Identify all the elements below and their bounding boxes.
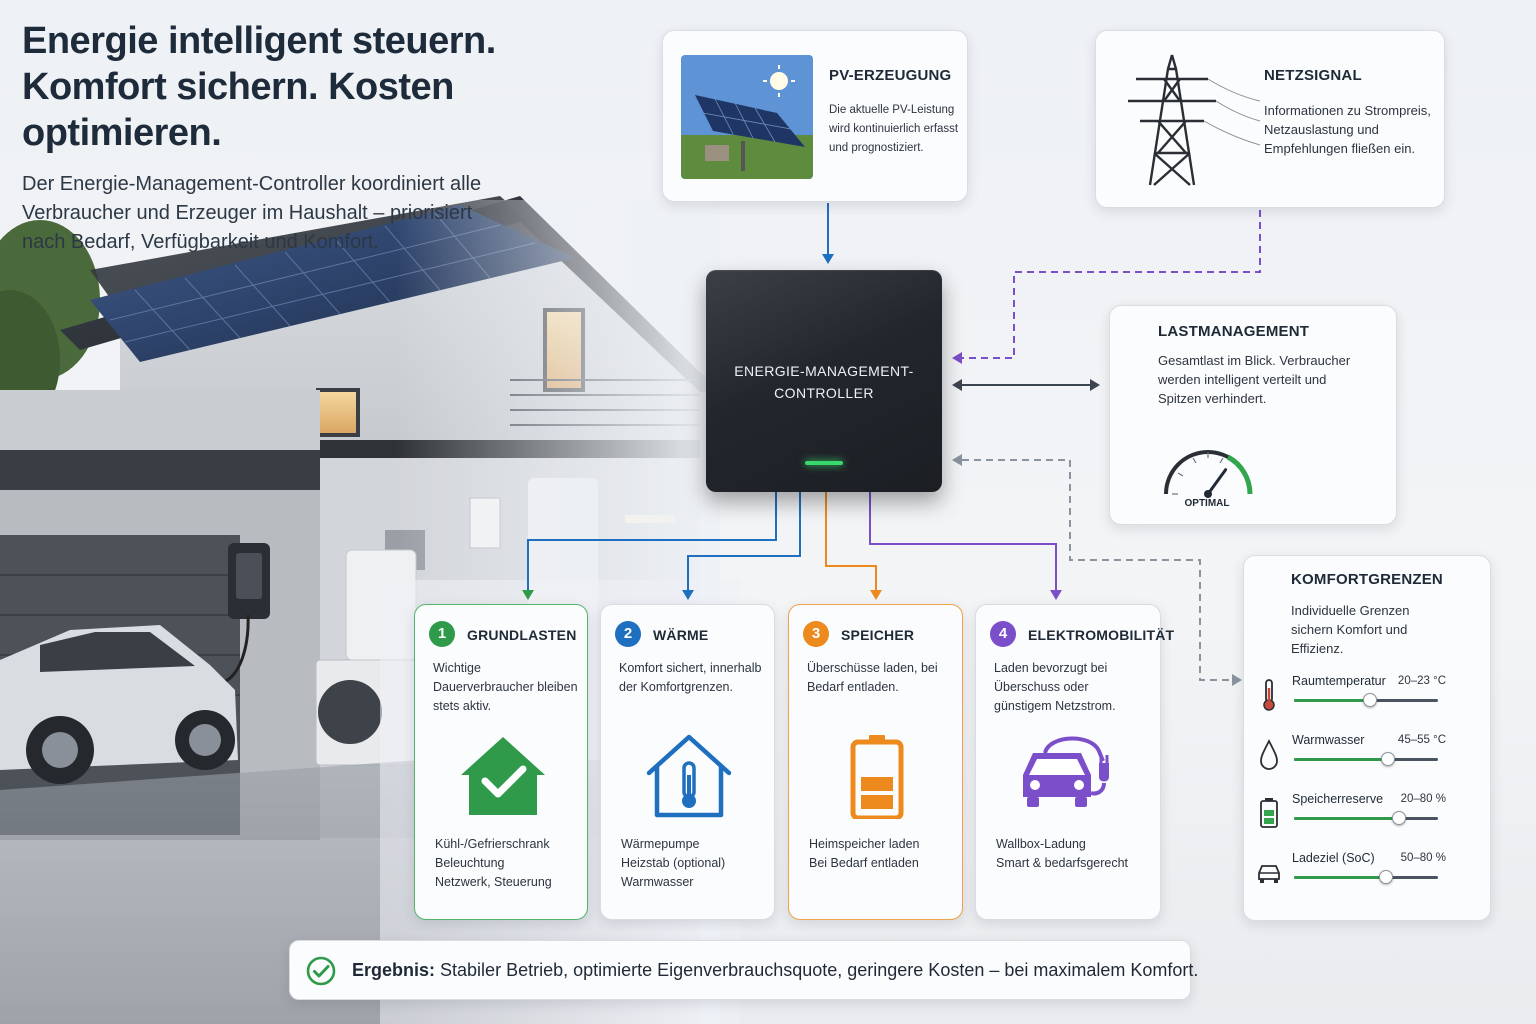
category-items: Wärmepumpe Heizstab (optional) Warmwasse…: [621, 835, 771, 892]
controller-label: ENERGIE-MANAGEMENT-CONTROLLER: [734, 363, 914, 401]
category-item: Warmwasser: [621, 875, 694, 889]
page-title: Energie intelligent steuern.Komfort sich…: [22, 20, 496, 154]
gauge-icon: [1164, 450, 1253, 498]
slider-name: Speicherreserve: [1292, 792, 1384, 806]
category-card-waerme: 2 WÄRME Komfort sichert, innerhalb der K…: [600, 604, 775, 920]
category-title: SPEICHER: [841, 627, 915, 643]
slider-range: 20–80 %: [1400, 793, 1446, 805]
category-desc: Überschüsse laden, bei Bedarf entladen.: [807, 661, 938, 694]
category-number: 1: [429, 621, 455, 647]
category-desc: Komfort sichert, innerhalb der Komfortgr…: [619, 661, 762, 694]
category-desc: Laden bevorzugt bei Überschuss oder güns…: [994, 661, 1116, 713]
komfort-text: Individuelle Grenzen sichern Komfort und…: [1291, 603, 1410, 656]
thermometer-icon: [1263, 679, 1275, 711]
category-title: WÄRME: [653, 627, 709, 643]
category-card-speicher: 3 SPEICHER Überschüsse laden, bei Bedarf…: [788, 604, 963, 920]
netz-title: NETZSIGNAL: [1264, 67, 1362, 84]
category-items: Heimspeicher laden Bei Bedarf entladen: [809, 835, 959, 873]
slider-knob[interactable]: [1380, 752, 1395, 766]
slider-name: Warmwasser: [1292, 733, 1365, 747]
slider-name: Ladeziel (SoC): [1292, 851, 1375, 865]
energy-management-controller: ENERGIE-MANAGEMENT-CONTROLLER: [706, 270, 942, 492]
netz-card: NETZSIGNAL Informationen zu Strompreis, …: [1095, 30, 1445, 208]
status-led: [805, 461, 843, 465]
check-circle-icon: [306, 956, 336, 986]
category-number: 3: [803, 621, 829, 647]
house-check-icon: [461, 737, 545, 815]
intro-text: Der Energie-Management-Controller koordi…: [22, 173, 482, 253]
slider-knob[interactable]: [1379, 870, 1394, 884]
slider-row-raumtemperatur: Raumtemperatur 20–23 °C: [1252, 674, 1482, 724]
battery-icon: [850, 735, 904, 819]
category-items: Wallbox-Ladung Smart & bedarfsgerecht: [996, 835, 1146, 873]
battery-icon: [1260, 798, 1278, 828]
last-text: Gesamtlast im Blick. Verbraucher werden …: [1158, 353, 1351, 406]
category-item: Kühl-/Gefrierschrank: [435, 837, 550, 851]
slider-range: 50–80 %: [1400, 852, 1446, 864]
slider-fill: [1294, 817, 1400, 820]
slider-fill: [1294, 876, 1387, 879]
category-item: Wärmepumpe: [621, 837, 700, 851]
category-card-elektromobilitaet: 4 ELEKTROMOBILITÄT Laden bevorzugt bei Ü…: [975, 604, 1174, 920]
category-item: Netzwerk, Steuerung: [435, 875, 552, 889]
slider-fill: [1294, 699, 1371, 702]
netz-text: Informationen zu Strompreis, Netzauslast…: [1264, 103, 1431, 156]
category-item: Beleuchtung: [435, 856, 505, 870]
category-title: GRUNDLASTEN: [467, 627, 577, 643]
result-text: Ergebnis: Stabiler Betrieb, optimierte E…: [352, 960, 1199, 980]
result-bar: Ergebnis: Stabiler Betrieb, optimierte E…: [289, 940, 1198, 1000]
connector-lines: [522, 203, 1261, 686]
category-item: Heizstab (optional): [621, 856, 726, 870]
category-items: Kühl-/Gefrierschrank Beleuchtung Netzwer…: [435, 835, 585, 892]
komfortgrenzen-card: KOMFORTGRENZEN Individuelle Grenzen sich…: [1243, 555, 1491, 921]
slider-row-warmwasser: Warmwasser 45–55 °C: [1252, 733, 1482, 783]
house-thermometer-icon: [646, 734, 732, 818]
slider-range: 20–23 °C: [1397, 675, 1446, 687]
power-tower-icon: [1128, 54, 1260, 186]
slider-row-ladeziel: Ladeziel (SoC) 50–80 %: [1252, 851, 1482, 901]
gauge-label: OPTIMAL: [1184, 498, 1230, 509]
headline-block: Energie intelligent steuern.Komfort sich…: [22, 18, 662, 257]
slider-row-speicherreserve: Speicherreserve 20–80 %: [1252, 792, 1482, 842]
category-item: Smart & bedarfsgerecht: [996, 856, 1129, 870]
category-item: Wallbox-Ladung: [996, 837, 1086, 851]
category-item: Heimspeicher laden: [809, 837, 920, 851]
slider-knob[interactable]: [1363, 693, 1378, 707]
category-item: Bei Bedarf entladen: [809, 856, 919, 870]
komfort-title: KOMFORTGRENZEN: [1291, 571, 1443, 588]
pv-text: Die aktuelle PV-Leistung wird kontinuier…: [829, 104, 959, 154]
category-desc: Wichtige Dauerverbraucher bleiben stets …: [433, 661, 578, 713]
slider-knob[interactable]: [1392, 811, 1407, 825]
pv-title: PV-ERZEUGUNG: [829, 67, 952, 84]
solar-panel-photo: [681, 55, 813, 179]
pv-card: PV-ERZEUGUNG Die aktuelle PV-Leistung wi…: [662, 30, 968, 202]
car-icon: [1258, 865, 1280, 883]
slider-fill: [1294, 758, 1388, 761]
water-drop-icon: [1260, 738, 1278, 770]
last-title: LASTMANAGEMENT: [1158, 323, 1310, 340]
category-number: 2: [615, 621, 641, 647]
lastmanagement-card: LASTMANAGEMENT Gesamtlast im Blick. Verb…: [1109, 305, 1397, 525]
slider-name: Raumtemperatur: [1292, 674, 1386, 688]
category-title: ELEKTROMOBILITÄT: [1028, 627, 1175, 643]
category-card-grundlasten: 1 GRUNDLASTEN Wichtige Dauerverbraucher …: [414, 604, 588, 920]
slider-range: 45–55 °C: [1397, 734, 1446, 746]
category-number: 4: [990, 621, 1016, 647]
ev-plug-icon: [1023, 736, 1109, 807]
